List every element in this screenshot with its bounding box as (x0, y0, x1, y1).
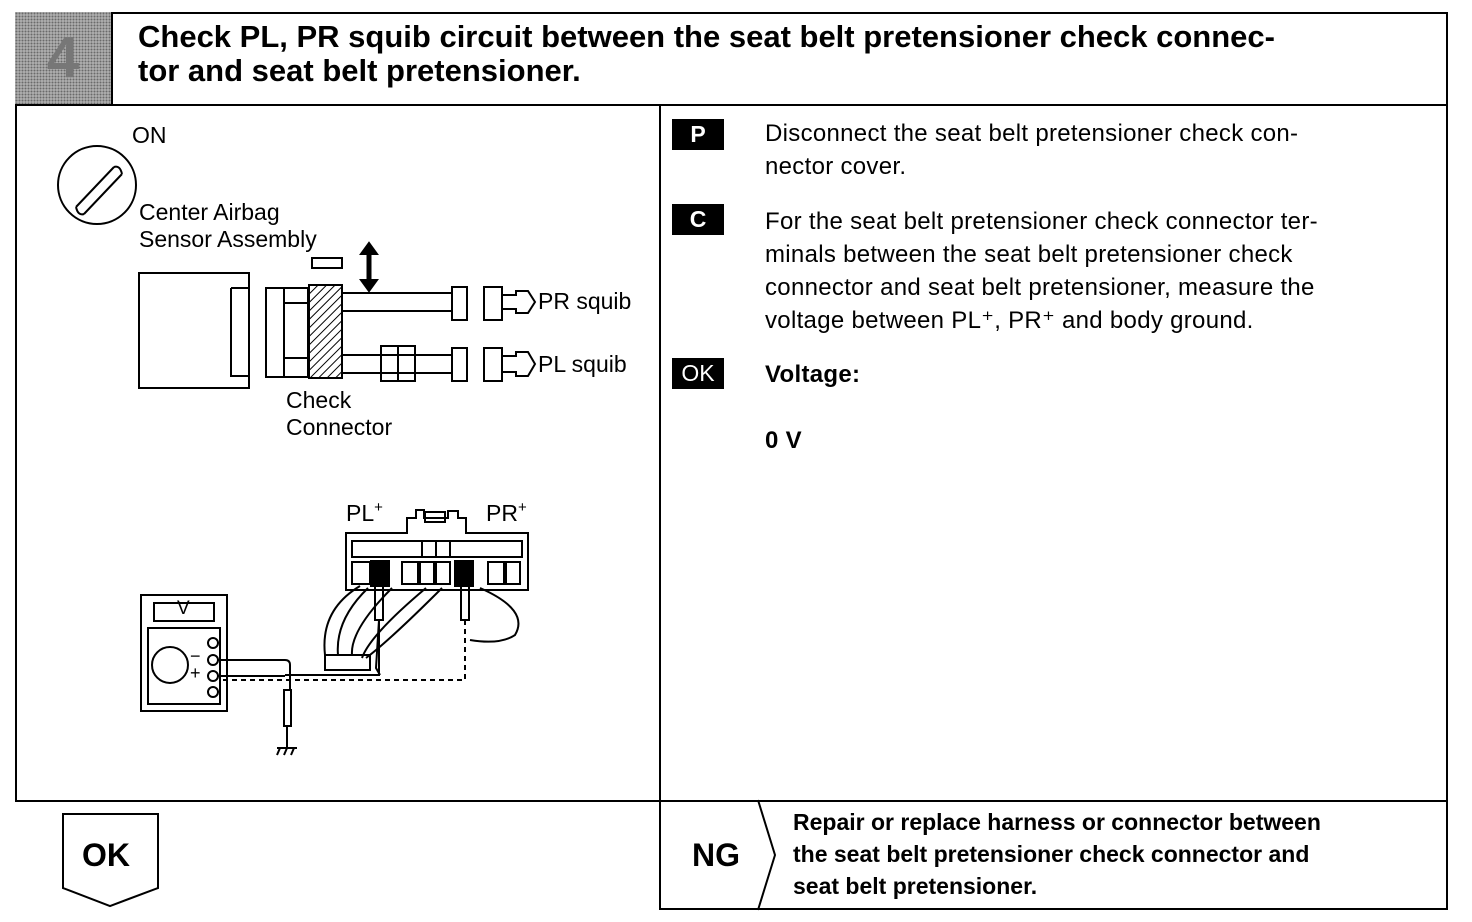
ng-result-box (659, 800, 1448, 910)
instruction-c-line: connector and seat belt pretensioner, me… (765, 274, 1315, 301)
ng-result-label: NG (692, 837, 740, 873)
ok-result-label: OK (82, 837, 130, 873)
tag-p: P (672, 119, 724, 150)
sensor-assembly-icon (138, 272, 250, 389)
sensor-label-line-1: Center Airbag (139, 199, 280, 225)
instruction-c-line: voltage between PL⁺, PR⁺ and body ground… (765, 307, 1254, 334)
instruction-c-line: For the seat belt pretensioner check con… (765, 208, 1318, 235)
voltmeter-label: V (177, 598, 190, 619)
instruction-ok: Voltage: 0 V (765, 358, 1437, 457)
tag-ok: OK (672, 358, 724, 389)
instruction-p-line: Disconnect the seat belt pretensioner ch… (765, 120, 1299, 147)
pr-harness (342, 286, 537, 321)
connector-cover-icon (311, 257, 343, 269)
step-title: Check PL, PR squib circuit between the s… (138, 20, 1438, 88)
ng-result-line: Repair or replace harness or connector b… (793, 809, 1321, 835)
ignition-on-label: ON (132, 122, 167, 148)
check-connector-label-line-1: Check (286, 387, 352, 413)
ng-result-line: the seat belt pretensioner check connect… (793, 841, 1310, 867)
ground-icon (276, 689, 297, 756)
voltage-label: Voltage: (765, 361, 861, 388)
voltmeter-icon (140, 594, 291, 712)
step-number: 4 (46, 25, 80, 90)
ignition-key-icon (57, 145, 137, 225)
pr-squib-label: PR squib (538, 288, 632, 314)
voltmeter-plus-label: + (190, 663, 201, 683)
pl-plus-label: PL+ (346, 499, 383, 526)
ng-result-line: seat belt pretensioner. (793, 873, 1038, 899)
pl-harness (342, 345, 537, 382)
instruction-p-line: nector cover. (765, 153, 907, 180)
instruction-p: Disconnect the seat belt pretensioner ch… (765, 117, 1437, 183)
sensor-label-line-2: Sensor Assembly (139, 226, 317, 252)
ng-result-text: Repair or replace harness or connector b… (793, 806, 1438, 902)
step-title-line-1: Check PL, PR squib circuit between the s… (138, 19, 1275, 54)
double-arrow-icon (359, 241, 379, 293)
connector-harness-wires (323, 585, 520, 671)
check-connector-icon (308, 284, 343, 379)
terminal-connector-icon (345, 509, 529, 591)
ng-chevron-shape (757, 799, 777, 911)
ok-result-shape (62, 813, 159, 908)
check-connector-label-line-2: Connector (286, 414, 393, 440)
step-title-line-2: tor and seat belt pretensioner. (138, 53, 581, 88)
voltage-spec: Voltage: 0 V (765, 358, 1437, 457)
instruction-c: For the seat belt pretensioner check con… (765, 205, 1437, 337)
pl-squib-label: PL squib (538, 351, 627, 377)
voltmeter-minus-label: − (190, 646, 201, 666)
voltage-value: 0 V (765, 427, 802, 454)
step-badge: 4 (15, 12, 113, 104)
tag-c: C (672, 204, 724, 235)
pr-plus-label: PR+ (486, 499, 527, 526)
test-probes (222, 585, 470, 681)
sensor-connector-icon (265, 287, 309, 378)
instruction-c-line: minals between the seat belt pretensione… (765, 241, 1293, 268)
